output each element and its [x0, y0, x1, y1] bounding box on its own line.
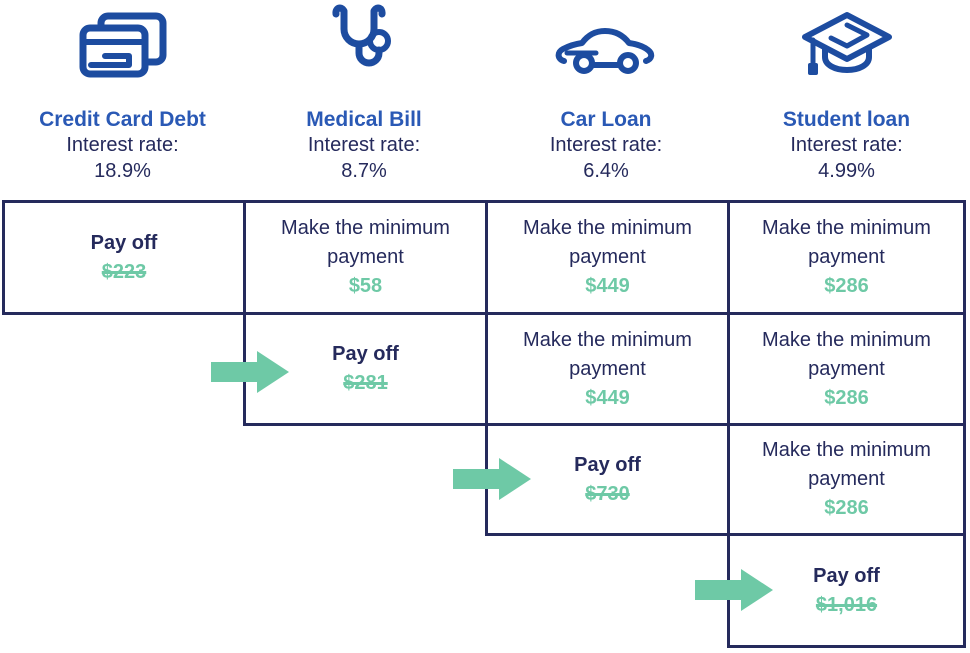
cell-action: Pay off: [90, 231, 158, 254]
table-cell-payoff-student: Pay off $1,016: [730, 536, 963, 645]
table-border-left: [2, 200, 5, 312]
table-cell-payoff-car: Pay off $730: [488, 426, 727, 533]
interest-rate-label: Interest rate:: [66, 134, 179, 156]
column-title: Medical Bill: [306, 108, 422, 131]
interest-rate-value: 18.9%: [94, 160, 151, 182]
car-icon: [554, 0, 658, 102]
next-step-arrow-icon: [453, 458, 531, 500]
interest-rate-label: Interest rate:: [307, 134, 421, 156]
interest-rate-value: 4.99%: [818, 160, 875, 182]
table-border-bottom: [727, 645, 966, 648]
graduation-cap-icon: [801, 0, 893, 102]
table-border-col2-col3: [485, 200, 488, 533]
cell-amount: $58: [348, 275, 383, 297]
table-border-col1-col2: [243, 200, 246, 423]
interest-rate-label: Interest rate:: [549, 134, 663, 156]
table-cell-min-payment-student: Make the minimum payment $286: [730, 426, 963, 533]
cell-action: Make the minimum payment: [762, 328, 931, 380]
cell-action: Make the minimum payment: [523, 217, 692, 268]
table-cell-min-payment-student: Make the minimum payment $286: [730, 203, 963, 312]
cell-amount: $281: [343, 372, 388, 394]
credit-card-icon: [77, 0, 169, 102]
table-border-row2-row3: [243, 423, 966, 426]
column-header-car-loan: Car Loan Interest rate: 6.4%: [485, 0, 727, 198]
column-title: Student loan: [782, 108, 911, 131]
table-cell-min-payment-medical: Make the minimum payment $58: [246, 203, 485, 312]
table-cell-payoff-credit-card: Pay off $223: [5, 203, 243, 312]
cell-action: Make the minimum payment: [762, 439, 931, 490]
cell-amount: $223: [101, 260, 147, 283]
column-header-student-loan: Student loan Interest rate: 4.99%: [727, 0, 966, 198]
table-border-top: [2, 200, 966, 203]
cell-action: Make the minimum payment: [281, 217, 450, 268]
cell-amount: $286: [824, 497, 869, 519]
cell-action: Pay off: [574, 453, 641, 476]
table-cell-min-payment-car: Make the minimum payment $449: [488, 203, 727, 312]
cell-amount: $449: [585, 275, 630, 297]
table-cell-payoff-medical: Pay off $281: [246, 315, 485, 423]
cell-action: Make the minimum payment: [762, 217, 931, 268]
table-cell-min-payment-student: Make the minimum payment $286: [730, 315, 963, 423]
cell-action: Make the minimum payment: [523, 328, 692, 380]
interest-rate-value: 8.7%: [341, 160, 387, 182]
interest-rate-label: Interest rate:: [790, 134, 903, 156]
cell-amount: $286: [824, 275, 869, 297]
column-header-credit-card: Credit Card Debt Interest rate: 18.9%: [2, 0, 243, 198]
table-cell-min-payment-car: Make the minimum payment $449: [488, 315, 727, 423]
table-border-row3-row4: [485, 533, 966, 536]
stethoscope-icon: [327, 0, 401, 102]
interest-rate-value: 6.4%: [583, 160, 629, 182]
cell-action: Pay off: [813, 564, 880, 587]
cell-amount: $1,016: [815, 593, 878, 616]
cell-amount: $449: [585, 386, 630, 409]
cell-amount: $730: [585, 482, 630, 505]
column-title: Credit Card Debt: [39, 108, 206, 131]
column-title: Car Loan: [560, 108, 652, 131]
table-border-row1-row2: [2, 312, 966, 315]
next-step-arrow-icon: [695, 569, 773, 611]
column-header-medical-bill: Medical Bill Interest rate: 8.7%: [243, 0, 485, 198]
next-step-arrow-icon: [211, 351, 289, 393]
cell-action: Pay off: [332, 343, 399, 365]
cell-amount: $286: [824, 386, 869, 409]
